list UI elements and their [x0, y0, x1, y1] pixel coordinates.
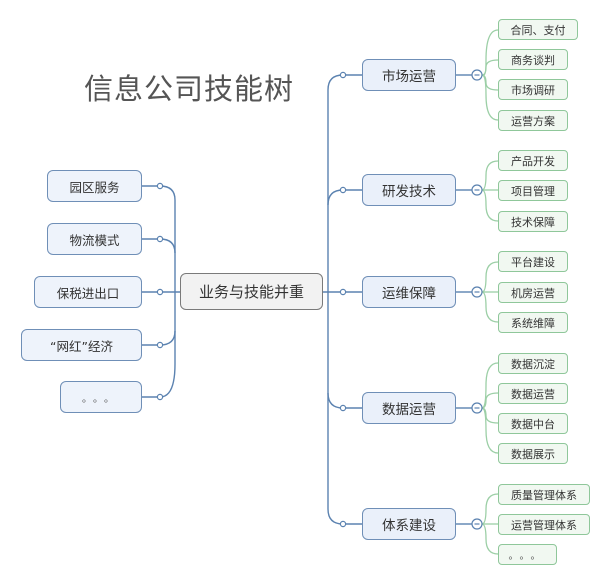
leaf-topic[interactable]: 产品开发: [498, 150, 568, 171]
branch-topic[interactable]: 研发技术: [362, 174, 456, 206]
left-topic[interactable]: “网红”经济: [21, 329, 142, 361]
collapse-icon[interactable]: [471, 184, 483, 196]
connector-dot: [339, 288, 347, 296]
leaf-topic-more[interactable]: 。。。: [498, 544, 557, 565]
connector-dot: [339, 186, 347, 194]
leaf-topic[interactable]: 平台建设: [498, 251, 568, 272]
connector-dot: [156, 288, 164, 296]
left-topic[interactable]: 保税进出口: [34, 276, 142, 308]
connector-dot: [339, 404, 347, 412]
leaf-topic[interactable]: 系统维障: [498, 312, 568, 333]
collapse-icon[interactable]: [471, 402, 483, 414]
left-topic[interactable]: 物流模式: [47, 223, 142, 255]
branch-topic[interactable]: 市场运营: [362, 59, 456, 91]
connector-dot: [156, 341, 164, 349]
branch-topic[interactable]: 数据运营: [362, 392, 456, 424]
leaf-topic[interactable]: 数据沉淀: [498, 353, 568, 374]
leaf-topic[interactable]: 运营方案: [498, 110, 568, 131]
right-connector: [327, 74, 362, 525]
page-title: 信息公司技能树: [84, 72, 295, 106]
connector-dot: [339, 71, 347, 79]
leaf-topic[interactable]: 商务谈判: [498, 49, 568, 70]
central-topic[interactable]: 业务与技能并重: [180, 273, 323, 310]
leaf-topic[interactable]: 技术保障: [498, 211, 568, 232]
left-connector: [142, 185, 176, 398]
collapse-icon[interactable]: [471, 518, 483, 530]
left-topic[interactable]: 园区服务: [47, 170, 142, 202]
leaf-topic[interactable]: 合同、支付: [498, 19, 578, 40]
branch-topic[interactable]: 运维保障: [362, 276, 456, 308]
collapse-icon[interactable]: [471, 69, 483, 81]
leaf-topic[interactable]: 市场调研: [498, 79, 568, 100]
connector-dot: [156, 235, 164, 243]
leaf-topic[interactable]: 机房运营: [498, 282, 568, 303]
connector-dot: [339, 520, 347, 528]
connector-dot: [156, 182, 164, 190]
leaf-topic[interactable]: 数据运营: [498, 383, 568, 404]
leaf-topic[interactable]: 数据展示: [498, 443, 568, 464]
left-topic-more[interactable]: 。。。: [60, 381, 142, 413]
branch-topic[interactable]: 体系建设: [362, 508, 456, 540]
leaf-topic[interactable]: 数据中台: [498, 413, 568, 434]
leaf-topic[interactable]: 质量管理体系: [498, 484, 590, 505]
connector-dot: [156, 393, 164, 401]
leaf-topic[interactable]: 运营管理体系: [498, 514, 590, 535]
collapse-buttons: [471, 69, 483, 530]
leaf-topic[interactable]: 项目管理: [498, 180, 568, 201]
collapse-icon[interactable]: [471, 286, 483, 298]
